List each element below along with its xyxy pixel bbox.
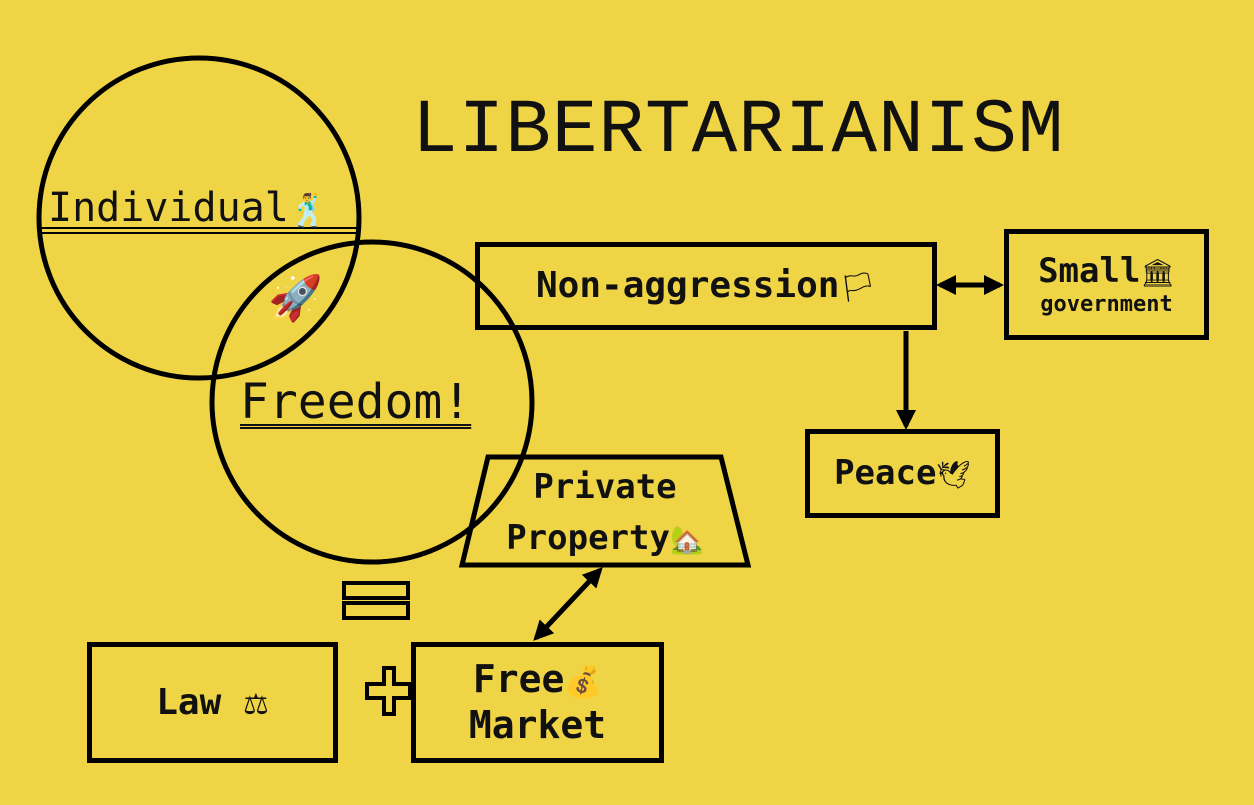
- free-label: Free: [472, 656, 565, 701]
- law-label: Law: [156, 681, 222, 723]
- equals-icon: [342, 581, 410, 620]
- peace-row: Peace🕊: [834, 453, 971, 494]
- law-row: Law ⚖: [156, 681, 269, 724]
- small-government-box: Small🏛 government: [1004, 229, 1209, 340]
- scales-icon: ⚖: [242, 686, 269, 721]
- small-government-row: Small🏛: [1038, 251, 1175, 292]
- plus-icon: [365, 666, 412, 716]
- private-property-trapezoid: [458, 454, 752, 568]
- person-icon: 🕺: [288, 191, 329, 229]
- individual-label: Individual🕺: [48, 185, 329, 231]
- arrow-property-market: [533, 567, 603, 641]
- small-label: Small: [1038, 250, 1141, 291]
- private-label: Private: [533, 467, 677, 507]
- free-row: Free💰: [473, 657, 602, 703]
- dove-icon: 🕊: [936, 460, 971, 492]
- government-label: government: [1040, 291, 1173, 317]
- rocket-icon: 🚀: [268, 273, 323, 324]
- freedom-circle: [209, 239, 535, 565]
- market-label: Market: [468, 702, 607, 747]
- freedom-label: Freedom!: [240, 374, 472, 430]
- free-market-box: Free💰 Market: [411, 642, 664, 763]
- non-aggression-label: Non-aggression: [536, 265, 840, 307]
- law-box: Law ⚖: [87, 642, 338, 763]
- bank-icon: 🏛: [1140, 257, 1175, 289]
- private-property-label: Private Property🏡: [470, 462, 740, 564]
- house-icon: 🏡: [669, 525, 704, 556]
- property-row: Property🏡: [470, 513, 740, 564]
- money-bag-icon: 💰: [564, 664, 603, 700]
- individual-text: Individual: [48, 185, 289, 231]
- white-flag-icon: 🏳: [839, 270, 876, 305]
- non-aggression-row: Non-aggression🏳: [536, 264, 876, 307]
- peace-box: Peace🕊: [805, 429, 1000, 518]
- peace-label: Peace: [834, 453, 937, 494]
- non-aggression-box: Non-aggression🏳: [475, 242, 937, 330]
- individual-circle: [36, 55, 362, 381]
- page-title: LIBERTARIANISM: [412, 88, 1065, 174]
- property-label: Property: [506, 518, 670, 558]
